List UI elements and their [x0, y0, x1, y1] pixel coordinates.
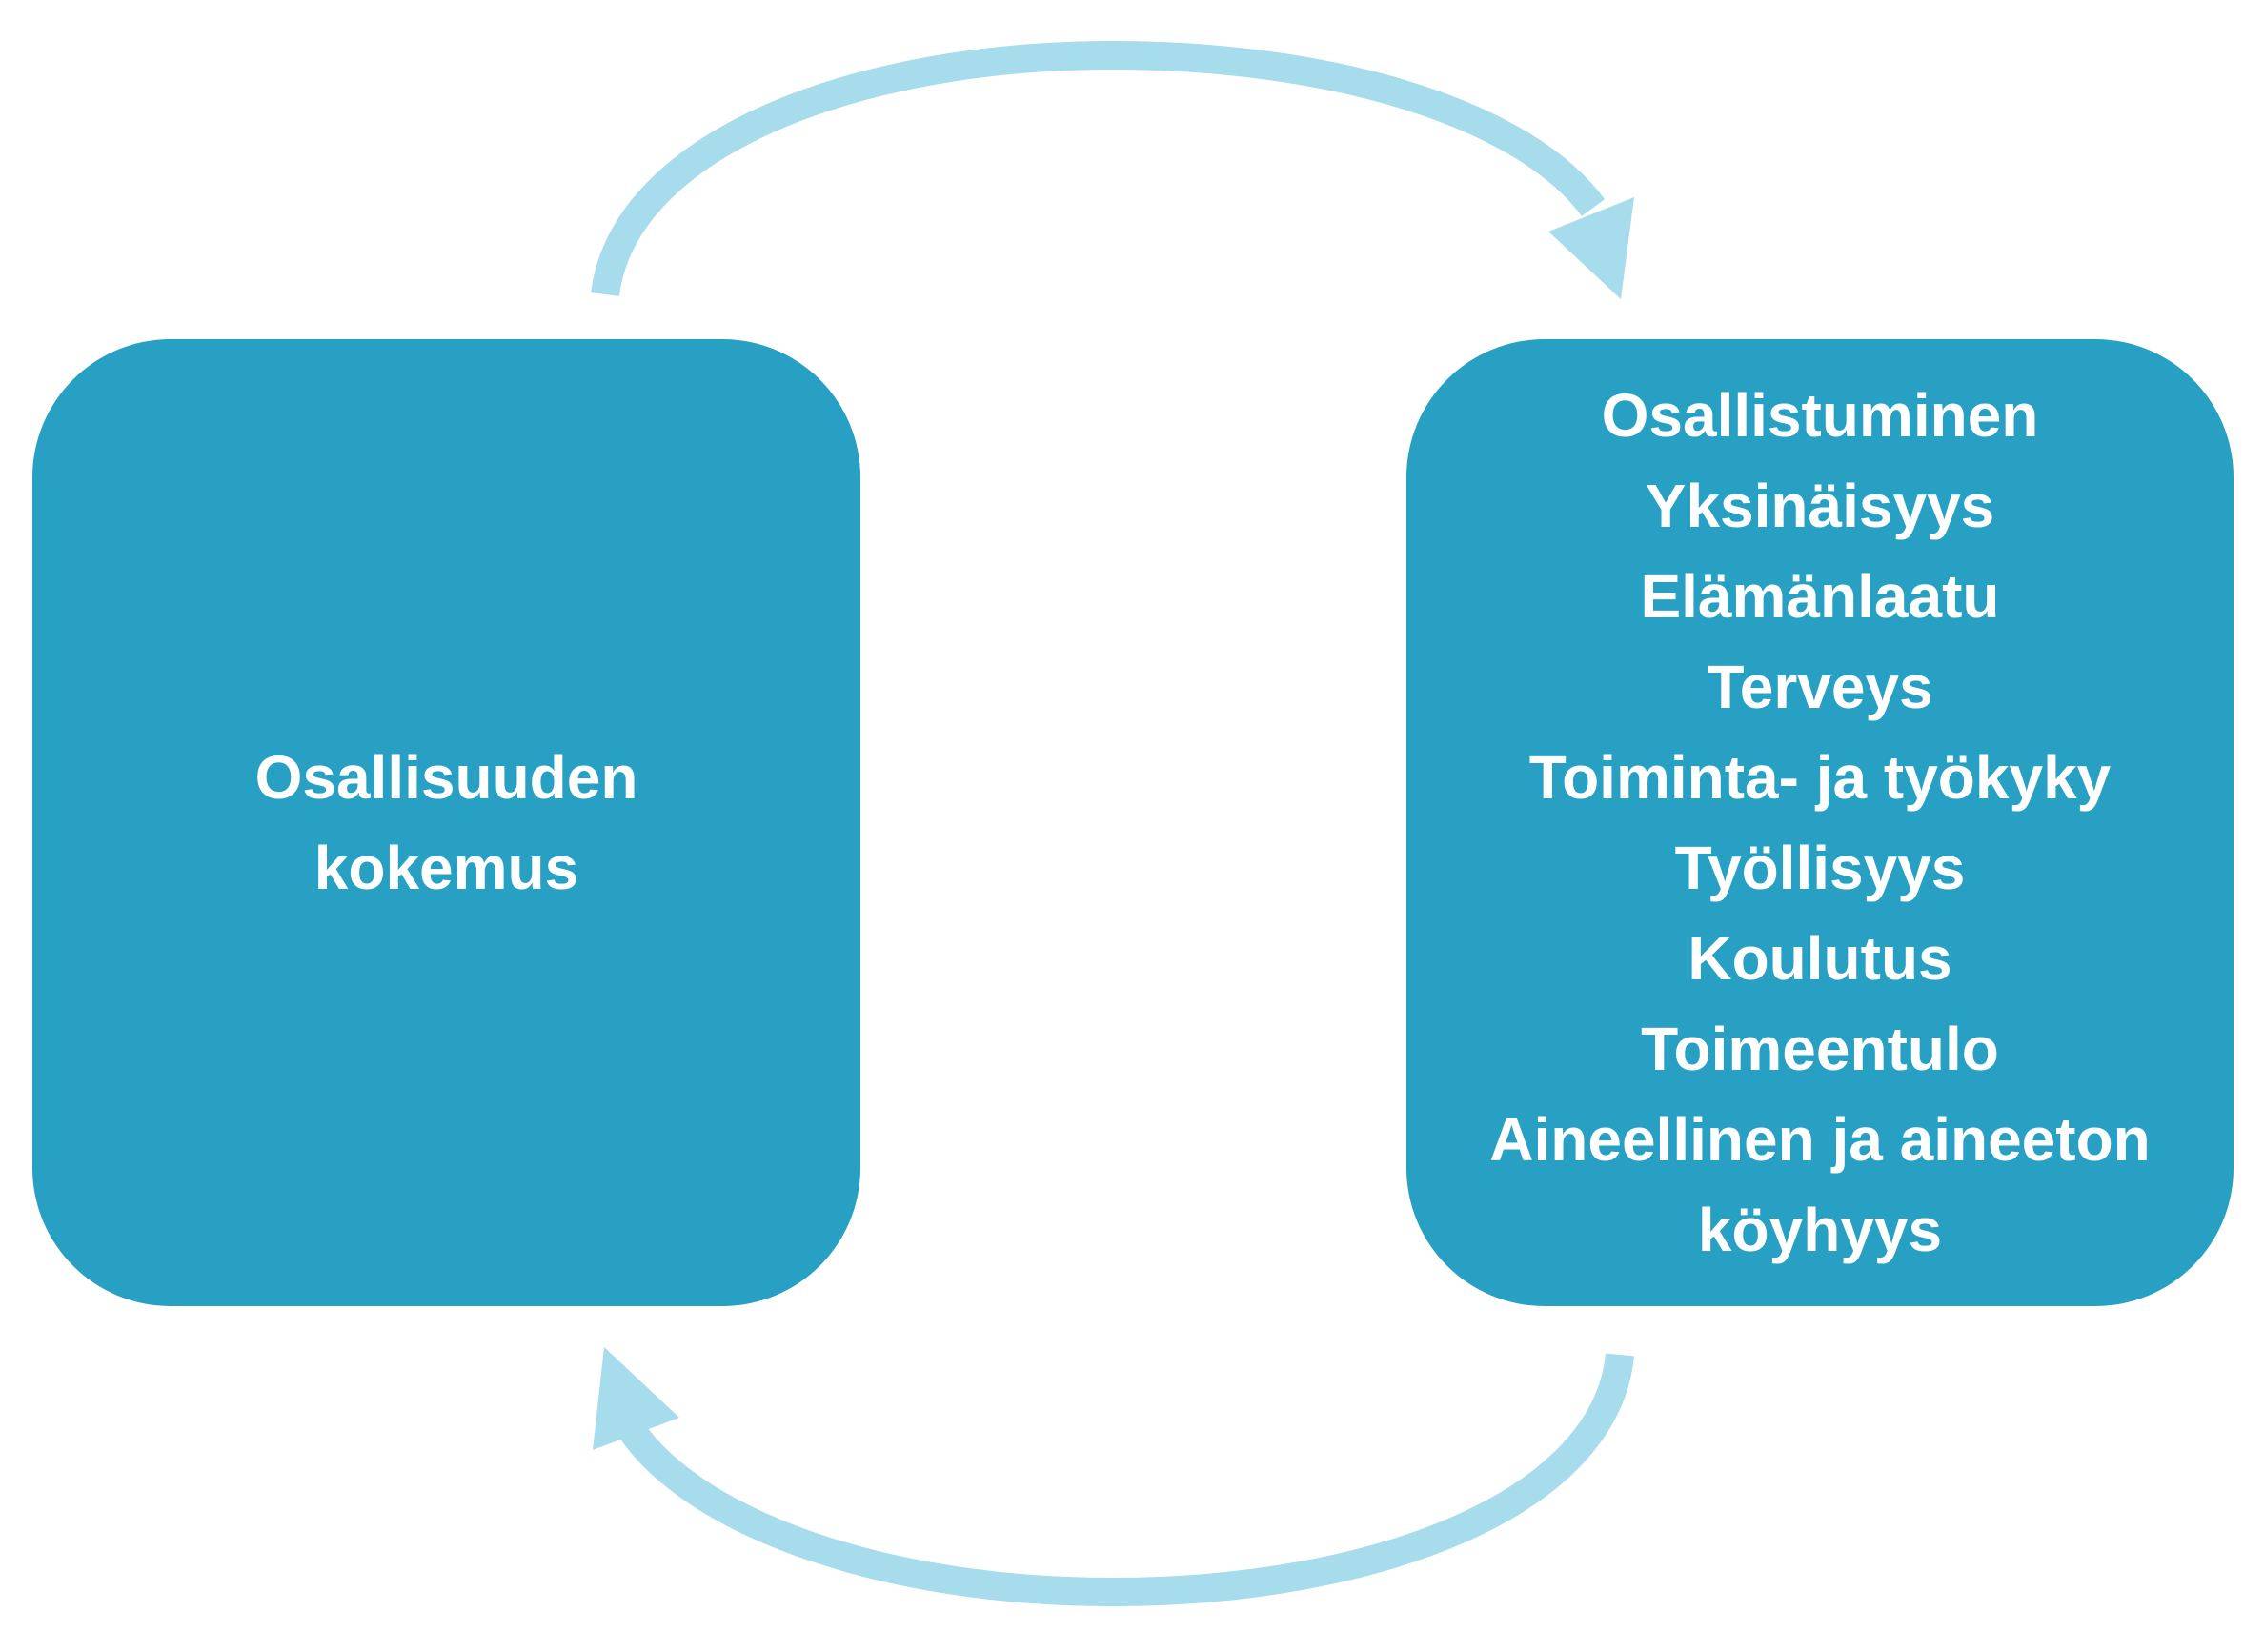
box-line: Toiminta- ja työkyky	[1528, 742, 2112, 812]
box-line: köyhyys	[1697, 1195, 1943, 1264]
box-line: Terveys	[1707, 652, 1933, 721]
box-line: Yksinäisyys	[1645, 471, 1995, 540]
top-arrow	[591, 40, 1634, 299]
box-line: kokemus	[313, 833, 579, 902]
bottom-arrow	[593, 1347, 1634, 1607]
box-line: Elämänlaatu	[1640, 561, 2000, 631]
box-line: Osallisuuden	[254, 742, 638, 812]
box-line: Työllisyys	[1674, 833, 1966, 902]
participation-experience-box: Osallisuuden kokemus	[32, 339, 860, 1306]
box-line: Osallistuminen	[1601, 380, 2039, 450]
box-line: Toimeentulo	[1641, 1014, 1999, 1083]
box-line: Aineellinen ja aineeton	[1489, 1104, 2151, 1174]
outcomes-box: Osallistuminen Yksinäisyys Elämänlaatu T…	[1406, 339, 2234, 1306]
box-line: Koulutus	[1688, 923, 1952, 993]
